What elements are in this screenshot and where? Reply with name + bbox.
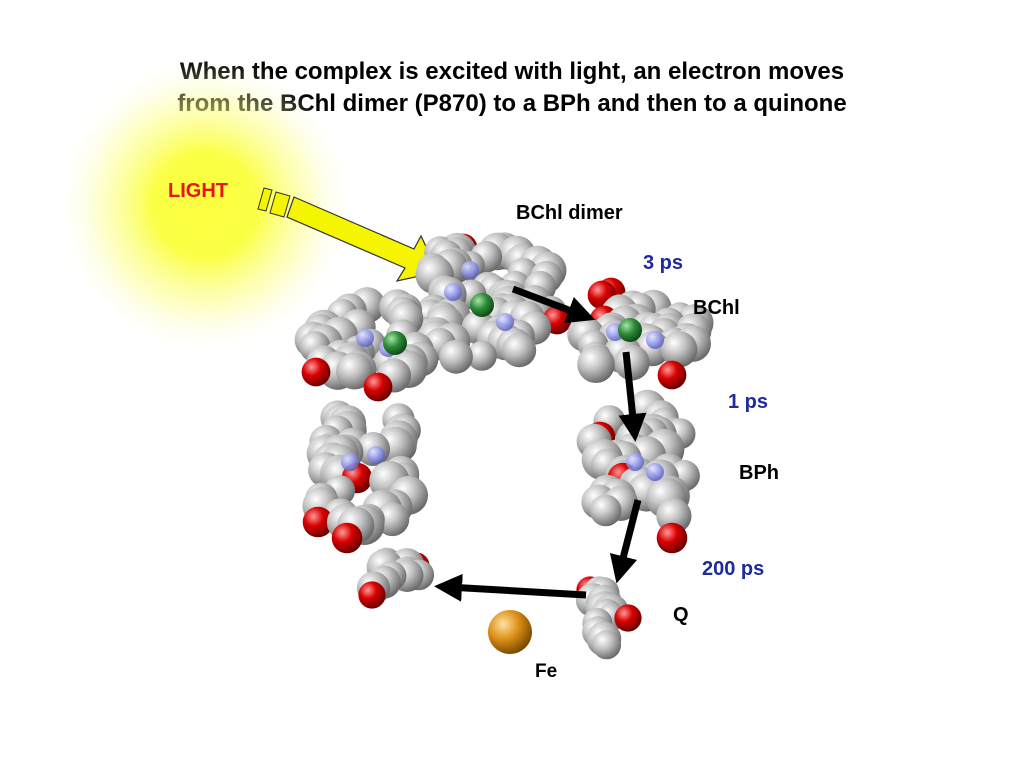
bph-left-molecule — [302, 400, 428, 554]
carbon-atom — [466, 340, 497, 371]
oxygen-atom — [331, 522, 363, 554]
nitrogen-atom — [461, 261, 479, 279]
arrow-bchl-to-bph — [618, 351, 647, 442]
oxygen-atom — [358, 581, 386, 609]
iron-atom — [488, 610, 532, 654]
nitrogen-atom — [356, 329, 374, 347]
magnesium-atom — [470, 293, 494, 317]
bph-right-molecule — [576, 389, 700, 554]
bchl-dimer-molecule — [389, 232, 626, 374]
oxygen-atom — [657, 360, 687, 390]
carbon-atom — [336, 352, 373, 390]
nitrogen-atom — [626, 453, 644, 471]
oxygen-atom — [656, 522, 688, 554]
magnesium-atom — [383, 331, 407, 355]
bchl-label: BChl — [693, 297, 740, 319]
carbon-atom — [614, 345, 650, 381]
bchl-dimer-label: BChl dimer — [516, 202, 623, 224]
oxygen-atom — [614, 604, 642, 632]
carbon-atom — [589, 494, 622, 527]
carbon-atom — [501, 333, 537, 368]
arrow-bph-to-q — [609, 499, 642, 584]
electron-transfer-arrows — [434, 285, 647, 602]
oxygen-atom — [363, 372, 393, 402]
light-glow — [55, 55, 355, 355]
arrow-q-to-quinone — [434, 573, 587, 602]
carbon-atom — [577, 345, 615, 384]
nitrogen-atom — [341, 453, 359, 471]
fe-label: Fe — [535, 661, 557, 682]
bchl-left-molecule — [294, 287, 439, 402]
magnesium-atom — [618, 318, 642, 342]
quinone-left-molecule — [356, 547, 435, 609]
time-200ps-label: 200 ps — [702, 558, 764, 580]
bchl-right-molecule — [567, 280, 714, 390]
quinone-right-molecule — [575, 576, 642, 660]
nitrogen-atom — [367, 446, 385, 464]
q-label: Q — [673, 604, 689, 626]
nitrogen-atom — [496, 313, 514, 331]
bph-label: BPh — [739, 462, 779, 484]
nitrogen-atom — [646, 463, 664, 481]
oxygen-atom — [301, 357, 331, 387]
nitrogen-atom — [444, 283, 462, 301]
title-line-1: When the complex is excited with light, … — [179, 58, 845, 85]
carbon-atom — [439, 339, 473, 374]
nitrogen-atom — [646, 331, 664, 349]
carbon-atom — [661, 331, 698, 368]
arrow-dimer-to-bchl — [511, 285, 596, 324]
carbon-atom — [592, 630, 622, 660]
oxygen-atom — [302, 506, 334, 538]
light-label: LIGHT — [168, 180, 228, 202]
time-1ps-label: 1 ps — [728, 391, 768, 413]
time-3ps-label: 3 ps — [643, 252, 683, 274]
